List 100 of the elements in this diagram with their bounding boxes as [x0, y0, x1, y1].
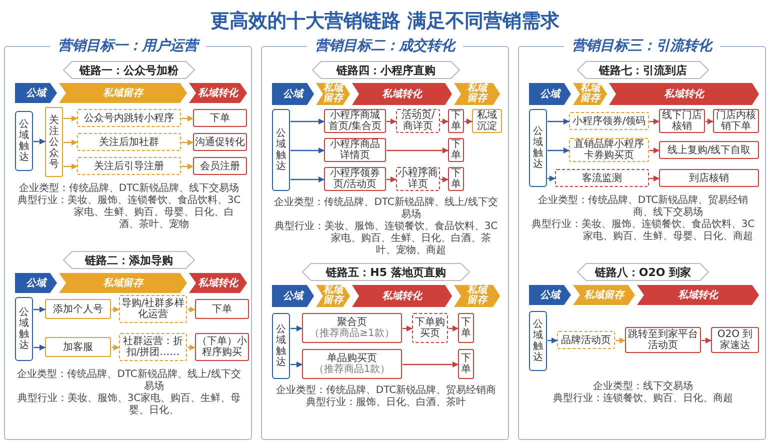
phase-label: 公域 [540, 88, 560, 100]
phase-label: 私域转化 [198, 278, 238, 288]
step-label: O2O 到家速达 [716, 329, 754, 351]
phase-label: 私域留存 [580, 84, 600, 104]
step-label: 会员注册 [200, 160, 240, 172]
industry-text: 典型行业：服饰、日化、白酒、茶叶 [305, 397, 467, 409]
arrow [464, 118, 472, 124]
step-label: 跳转至到家平台活动页 [627, 329, 699, 351]
arrow [386, 118, 396, 124]
arrow [650, 176, 660, 182]
step-box [659, 141, 759, 159]
stage-banner [189, 273, 247, 293]
panel-title: 营销目标三：引流转化 [564, 37, 720, 55]
arrow [34, 138, 46, 144]
step-label: 公众号内跳转小程序 [84, 112, 174, 124]
step-label: 直销品牌小程序卡券购买页 [573, 139, 645, 161]
phase-label: 公域 [26, 88, 46, 98]
stage-banner [15, 83, 57, 103]
step-label: 线上复购/线下自取 [667, 144, 751, 156]
touchpoint-box [529, 311, 547, 371]
step-box [472, 109, 502, 133]
phase-label: 公域 [26, 278, 46, 288]
company-type-text: 企业类型：传统品牌、DTC新锐品牌、贸易经销商 [274, 385, 498, 396]
panel-title: 营销目标二：成交转化 [307, 37, 463, 55]
step-label: 下单 [210, 112, 230, 124]
stage-banner [272, 285, 314, 307]
touchpoint-box [272, 313, 290, 379]
stage-banner [352, 285, 452, 307]
arrow [548, 148, 570, 154]
step-label: 公域触达 [533, 126, 543, 170]
step-label: 导购/社群多样化运营 [121, 298, 185, 320]
page-title: 更高效的十大营销链路 满足不同营销需求 [210, 9, 560, 34]
touchpoint-box [529, 109, 547, 187]
stage-banner [609, 83, 759, 105]
step-label: 添加个人号 [53, 304, 103, 314]
stage-banner [573, 83, 607, 105]
industry-text: 典型行业：美妆、服饰、连锁餐饮、食品饮料、3C家电、生鲜、购百、母婴、日化、白酒、茶叶、宠物 [16, 195, 242, 231]
chain-title-banner [302, 263, 470, 281]
step-note: （推荐商品≥1款） [310, 328, 394, 339]
arrow [290, 148, 324, 154]
step-label: 关注后加社群 [99, 136, 159, 148]
arrow [402, 326, 412, 332]
arrow [64, 140, 78, 146]
step-label: 公域触达 [19, 119, 29, 163]
banner-title: 链路四：小程序直购 [336, 64, 436, 76]
step-box [193, 133, 247, 151]
step-box [324, 167, 386, 191]
step-box [77, 133, 181, 151]
step-label: 下单 [461, 317, 471, 339]
stage-banner [59, 273, 187, 293]
step-box [302, 313, 402, 343]
arrow [290, 326, 302, 332]
chain-title-banner [63, 61, 195, 79]
arrow [182, 164, 194, 170]
step-label: 下单 [212, 304, 232, 314]
stage-banner [316, 83, 350, 105]
arrow [548, 338, 558, 344]
step-box [659, 169, 759, 187]
chain-title-banner [577, 61, 709, 79]
stage-banner [316, 285, 350, 307]
arrow [386, 148, 448, 154]
stage-banner [59, 83, 187, 103]
phase-label: 公域 [283, 88, 303, 100]
step-box [324, 138, 386, 162]
arrow [188, 344, 196, 350]
step-box [45, 299, 111, 319]
step-label: 品牌活动页 [561, 334, 611, 346]
step-box [569, 138, 649, 162]
arrow [440, 118, 448, 124]
phase-label: 私域转化 [678, 290, 718, 300]
step-label: 小程序领券页/活动页 [329, 168, 381, 190]
step-box [45, 107, 63, 177]
step-box [569, 112, 649, 130]
step-box [458, 349, 474, 379]
step-label: 线下门店核销 [661, 110, 703, 132]
arrow [448, 326, 458, 332]
step-box [557, 331, 615, 349]
step-box [448, 109, 464, 133]
industry-text: 典型行业：美妆、服饰、3C家电、购百、生鲜、母婴、日化、 [16, 393, 242, 417]
step-label: 下单 [451, 168, 461, 190]
phase-label: 私域转化 [382, 290, 422, 302]
step-label: 小程序领券/领码 [572, 116, 646, 126]
step-label: 私域沉淀 [476, 110, 498, 132]
stage-banner [454, 285, 500, 307]
chain-title-banner [577, 263, 709, 281]
chain-title-banner [312, 61, 460, 79]
step-label: （下单）小程序购买 [197, 336, 247, 358]
phase-label: 私域转化 [382, 88, 422, 100]
panel-title: 营销目标一：用户运营 [50, 37, 206, 55]
step-label: 公域触达 [276, 324, 286, 368]
company-type-text: 企业类型：传统品牌、DTC新锐品牌、线下交易场 [18, 183, 240, 194]
step-label: 活动页/商详页 [400, 110, 436, 132]
step-label: 关注公众号 [49, 114, 59, 170]
arrow [112, 344, 120, 350]
step-box [458, 313, 474, 343]
phase-label: 公域 [540, 290, 560, 300]
phase-label: 公域 [283, 290, 303, 302]
banner-title: 链路一：公众号加粉 [80, 64, 178, 76]
step-label: 关注后引导注册 [94, 160, 164, 172]
step-box [195, 299, 249, 319]
